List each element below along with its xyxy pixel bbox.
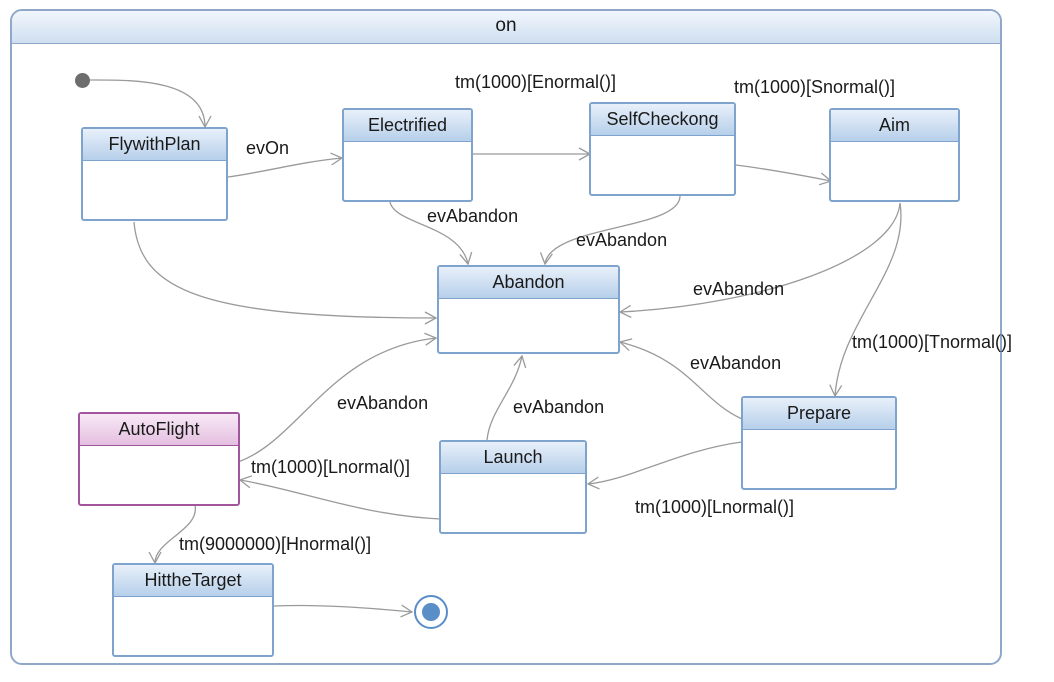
transition-label-evon: evOn <box>246 138 290 158</box>
state-hitthetarget-title: HittheTarget <box>114 565 272 597</box>
state-prepare-title: Prepare <box>743 398 895 430</box>
transition-label-enormal: tm(1000)[Enormal()] <box>455 72 617 92</box>
edge-flywithplan-to-electrified <box>227 152 344 178</box>
on-state-title: on <box>12 11 1000 44</box>
state-selfcheckong[interactable]: SelfCheckong <box>589 102 736 196</box>
initial-pseudostate <box>75 73 90 88</box>
state-launch-title: Launch <box>441 442 585 474</box>
state-electrified-title: Electrified <box>344 110 471 142</box>
transition-label-lnormal-prepare: tm(1000)[Lnormal()] <box>635 497 795 517</box>
state-hitthetarget[interactable]: HittheTarget <box>112 563 274 657</box>
edge-prepare-to-launch <box>586 441 743 490</box>
edge-aim-to-abandon <box>618 202 901 319</box>
transition-label-snormal: tm(1000)[Snormal()] <box>734 77 896 97</box>
transition-label-lnormal-launch: tm(1000)[Lnormal()] <box>251 457 411 477</box>
final-state <box>414 595 448 629</box>
transition-label-tnormal: tm(1000)[Tnormal()] <box>852 332 1013 352</box>
edge-autoflight-to-abandon <box>237 332 438 463</box>
edge-aim-to-prepare <box>829 202 902 398</box>
edge-initial-to-flywithplan <box>89 79 212 129</box>
state-prepare[interactable]: Prepare <box>741 396 897 490</box>
state-selfcheckong-title: SelfCheckong <box>591 104 734 136</box>
edge-flywithplan-to-abandon <box>133 221 438 325</box>
state-autoflight-title: AutoFlight <box>80 414 238 446</box>
edge-hitthetarget-to-final <box>273 604 414 618</box>
edge-selfcheckong-to-aim <box>735 164 833 186</box>
edge-prepare-to-abandon <box>618 338 743 420</box>
state-aim-title: Aim <box>831 110 958 142</box>
transition-label-hnormal: tm(9000000)[Hnormal()] <box>179 534 372 554</box>
state-flywithplan-title: FlywithPlan <box>83 129 226 161</box>
state-abandon[interactable]: Abandon <box>437 265 620 354</box>
edge-selfcheckong-to-abandon <box>539 195 681 266</box>
transition-label-abandon-autoflight: evAbandon <box>337 393 429 413</box>
edge-launch-to-autoflight <box>238 475 441 520</box>
transition-label-abandon-prepare: evAbandon <box>690 353 782 373</box>
state-flywithplan[interactable]: FlywithPlan <box>81 127 228 221</box>
edge-autoflight-to-hitthetarget <box>148 504 196 565</box>
transition-label-abandon-launch: evAbandon <box>513 397 605 417</box>
state-abandon-title: Abandon <box>439 267 618 299</box>
edge-electrified-to-abandon <box>389 201 473 266</box>
state-electrified[interactable]: Electrified <box>342 108 473 202</box>
transition-label-abandon-aim: evAbandon <box>693 279 785 299</box>
edge-launch-to-abandon <box>486 354 527 441</box>
state-autoflight[interactable]: AutoFlight <box>78 412 240 506</box>
state-launch[interactable]: Launch <box>439 440 587 534</box>
transition-label-abandon-electrified: evAbandon <box>427 206 519 226</box>
state-aim[interactable]: Aim <box>829 108 960 202</box>
transition-label-abandon-selfcheck: evAbandon <box>576 230 668 250</box>
